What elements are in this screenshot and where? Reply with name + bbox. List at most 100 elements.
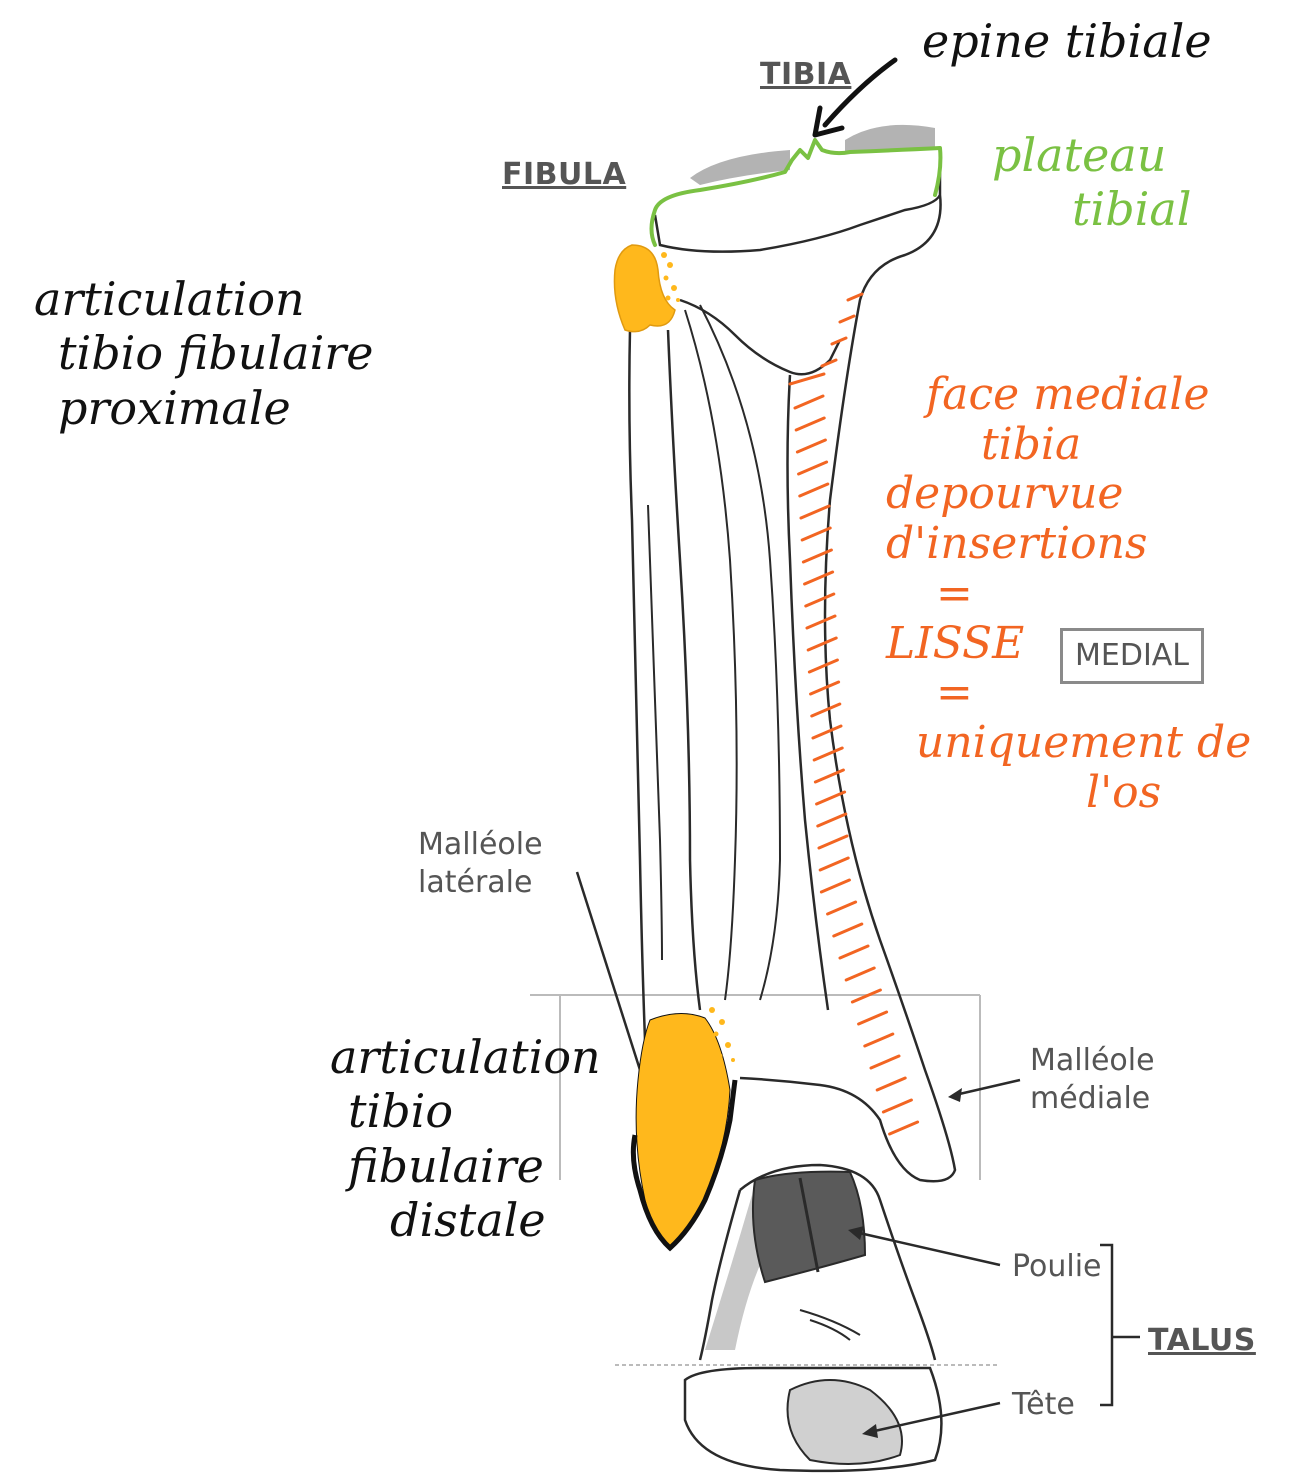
hatch-mark [844,966,876,982]
hatch-mark [881,1098,913,1114]
hatch-mark [803,570,835,586]
note-proximale-line3: proximale [58,380,291,435]
face-mediale-hatching [788,292,920,1136]
hatch-mark [807,658,839,674]
plateau-tibial-line [649,138,943,247]
hatch-mark [869,1054,901,1070]
tete-leader [869,1401,1001,1434]
distal-joint-outline [630,1079,738,1252]
fibula-inner-line [647,504,663,961]
hatch-mark [888,1120,920,1136]
poulie-arrowhead [848,1226,864,1240]
note-face-line5: = [936,567,973,619]
tete-arrowhead [862,1424,878,1438]
note-proximale-line1: articulation [34,272,305,326]
talus-head [683,1366,943,1473]
epine-tibiale-arrowhead [812,105,845,138]
note-face-line3: depourvue [886,468,1124,520]
distal-joint-dots [709,1007,735,1062]
hatch-mark [806,636,838,652]
hatch-mark [846,292,864,302]
hatch-mark [801,548,833,564]
label-talus: TALUS [1148,1323,1256,1358]
interosseous-lines [684,304,782,1001]
tibial-cartilage [690,124,935,185]
note-face-line7: = [936,667,973,719]
note-distale-line4: distale [390,1192,546,1247]
hatch-mark [857,1010,889,1026]
talus-head-articular [786,1379,903,1465]
label-tibia: TIBIA [760,57,852,92]
hatch-mark [816,812,848,828]
label-medial: MEDIAL [1060,628,1205,684]
note-face-line6: LISSE [886,617,1025,669]
note-epine-tibiale: epine tibiale [922,14,1212,68]
hatch-mark [805,614,837,630]
label-malleole-mediale: Malléole médiale [1030,1042,1155,1117]
hatch-mark [798,482,830,498]
note-face-line1: face mediale [926,369,1210,420]
hatch-mark [815,790,847,806]
label-malleole-laterale-line1: Malléole [418,827,543,862]
note-proximale-line2: tibio fibulaire [58,326,374,381]
proximal-joint-dots [661,252,680,302]
hatch-mark [804,592,836,608]
talus-outline [698,1163,937,1361]
talus-cartilage [705,1195,760,1350]
talus-curves [799,1309,861,1341]
poulie-leader [854,1230,1001,1267]
hatch-mark [819,878,851,894]
fibula-outline [628,329,702,1041]
hatch-mark [793,394,825,410]
ankle-box [530,994,1000,1366]
hatch-mark [799,504,831,520]
hatch-mark [838,314,856,324]
distal-joint-fill [635,1013,731,1249]
label-malleole-mediale-line1: Malléole [1030,1043,1155,1078]
talus-bracket [1100,1243,1140,1407]
label-fibula: FIBULA [502,157,627,192]
pulley-groove [798,1177,820,1273]
note-face-line2: tibia [981,418,1082,470]
note-plateau-line1: plateau [992,128,1167,182]
label-malleole-laterale-line2: latérale [418,864,533,900]
hatch-mark [810,702,842,718]
tibia-lateral-edge [786,374,830,1011]
note-distale-line2: tibio [348,1084,454,1139]
hatch-mark [812,746,844,762]
hatch-mark [813,768,845,784]
tibia-outline [653,150,957,1183]
epine-tibiale-arrow [822,57,898,128]
note-tibio-fibulaire-distale: articulation tibio fibulaire distale [330,1030,601,1247]
note-face-mediale: face mediale tibia depourvue d'insertion… [886,370,1251,817]
hatch-mark [863,1032,895,1048]
malleole-mediale-arrowhead [948,1088,962,1102]
hatch-mark [820,358,838,368]
malleole-mediale-leader [954,1078,1021,1097]
note-face-line4: d'insertions [886,518,1148,570]
hatch-mark [832,922,864,938]
label-malleole-mediale-line2: médiale [1030,1080,1151,1116]
hatch-mark [875,1076,907,1092]
note-tibio-fibulaire-proximale: articulation tibio fibulaire proximale [34,272,374,435]
note-plateau-line2: tibial [1072,182,1192,237]
label-poulie: Poulie [1012,1249,1102,1284]
hatch-mark [797,460,829,476]
hatch-mark [817,834,849,850]
proximal-joint-fill [613,244,676,333]
note-distale-line3: fibulaire [348,1138,544,1193]
note-plateau-tibial: plateau tibial [992,128,1192,237]
hatch-mark [809,680,841,696]
note-distale-line1: articulation [330,1030,601,1084]
hatch-mark [830,336,848,346]
label-tete: Tête [1012,1387,1075,1422]
hatch-mark [794,416,826,432]
hatch-mark [788,372,826,386]
note-face-line8: uniquement de [916,717,1252,769]
hatch-mark [826,900,858,916]
malleole-laterale-leader [575,871,642,1071]
hatch-mark [818,856,850,872]
note-face-line9: l'os [1086,766,1162,818]
